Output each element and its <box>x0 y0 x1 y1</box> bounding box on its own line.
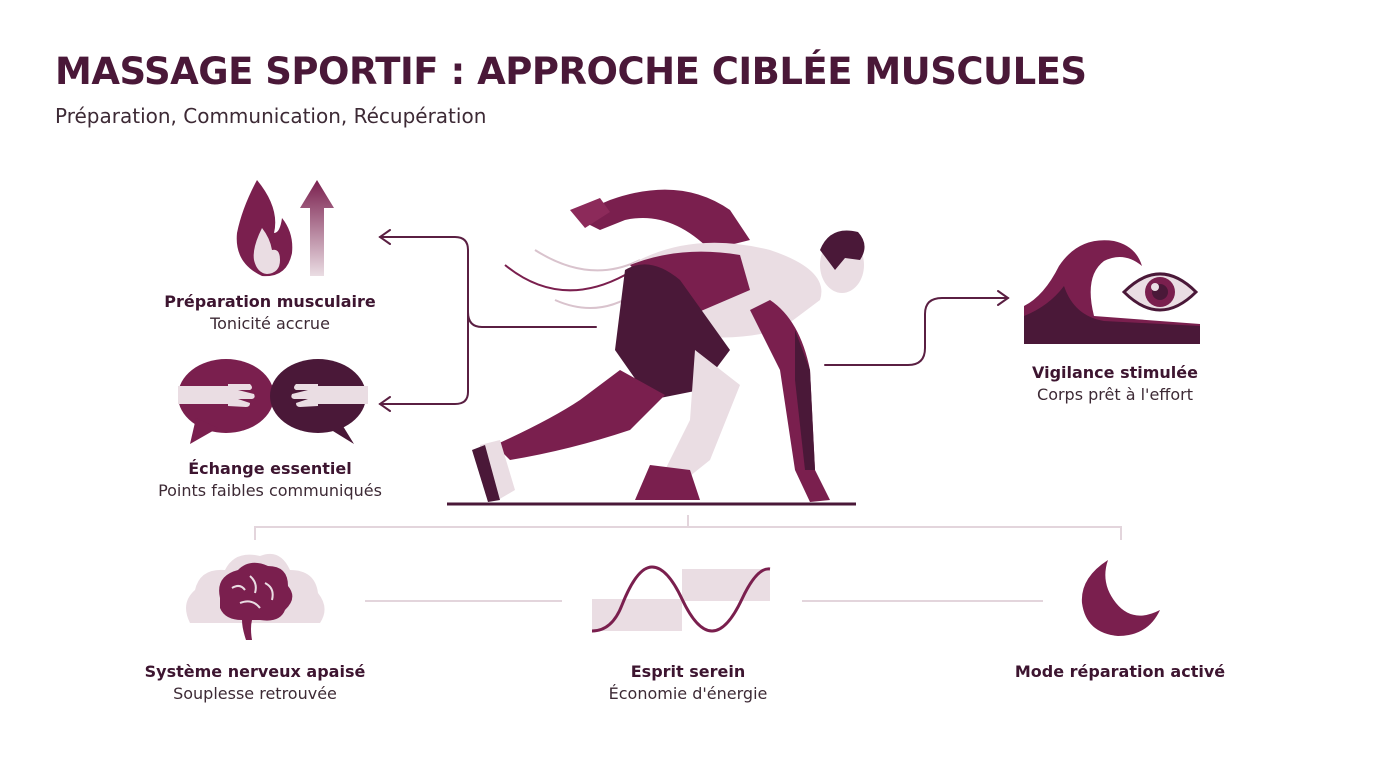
left-item-subtitle: Tonicité accrue <box>210 314 330 333</box>
left-item-title: Échange essentiel <box>188 459 352 478</box>
bottom-item-0: Système nerveux apaisé Souplesse retrouv… <box>120 661 390 705</box>
flame-arrow-up-icon <box>236 180 334 277</box>
page-title: MASSAGE SPORTIF : APPROCHE CIBLÉE MUSCUL… <box>55 50 1087 93</box>
sine-wave-icon <box>592 565 771 633</box>
page-subtitle: Préparation, Communication, Récupération <box>55 104 487 128</box>
left-item-0: Préparation musculaire Tonicité accrue <box>140 291 400 335</box>
wave-eye-icon <box>1024 240 1200 344</box>
crescent-moon-icon <box>1081 560 1160 636</box>
right-connector <box>824 290 1010 366</box>
bottom-item-subtitle: Économie d'énergie <box>608 684 768 703</box>
bottom-item-2: Mode réparation activé <box>990 661 1250 683</box>
left-item-title: Préparation musculaire <box>164 292 376 311</box>
bottom-item-title: Esprit serein <box>630 662 746 681</box>
bottom-item-1: Esprit serein Économie d'énergie <box>560 661 816 705</box>
left-item-subtitle: Points faibles communiqués <box>158 481 382 500</box>
bottom-item-title: Mode réparation activé <box>1014 662 1226 681</box>
right-item-title: Vigilance stimulée <box>1031 363 1198 382</box>
right-item: Vigilance stimulée Corps prêt à l'effort <box>990 362 1240 406</box>
bottom-item-subtitle: Souplesse retrouvée <box>173 684 337 703</box>
right-item-subtitle: Corps prêt à l'effort <box>1037 385 1193 404</box>
bottom-tree-lines <box>254 515 1122 602</box>
left-item-1: Échange essentiel Points faibles communi… <box>130 458 410 502</box>
brain-cloud-icon <box>186 553 325 640</box>
handshake-speech-bubbles-icon <box>178 359 368 444</box>
bottom-item-title: Système nerveux apaisé <box>144 662 366 681</box>
left-bracket-connector <box>378 229 597 412</box>
sprinter-starting-position-icon <box>472 189 865 502</box>
